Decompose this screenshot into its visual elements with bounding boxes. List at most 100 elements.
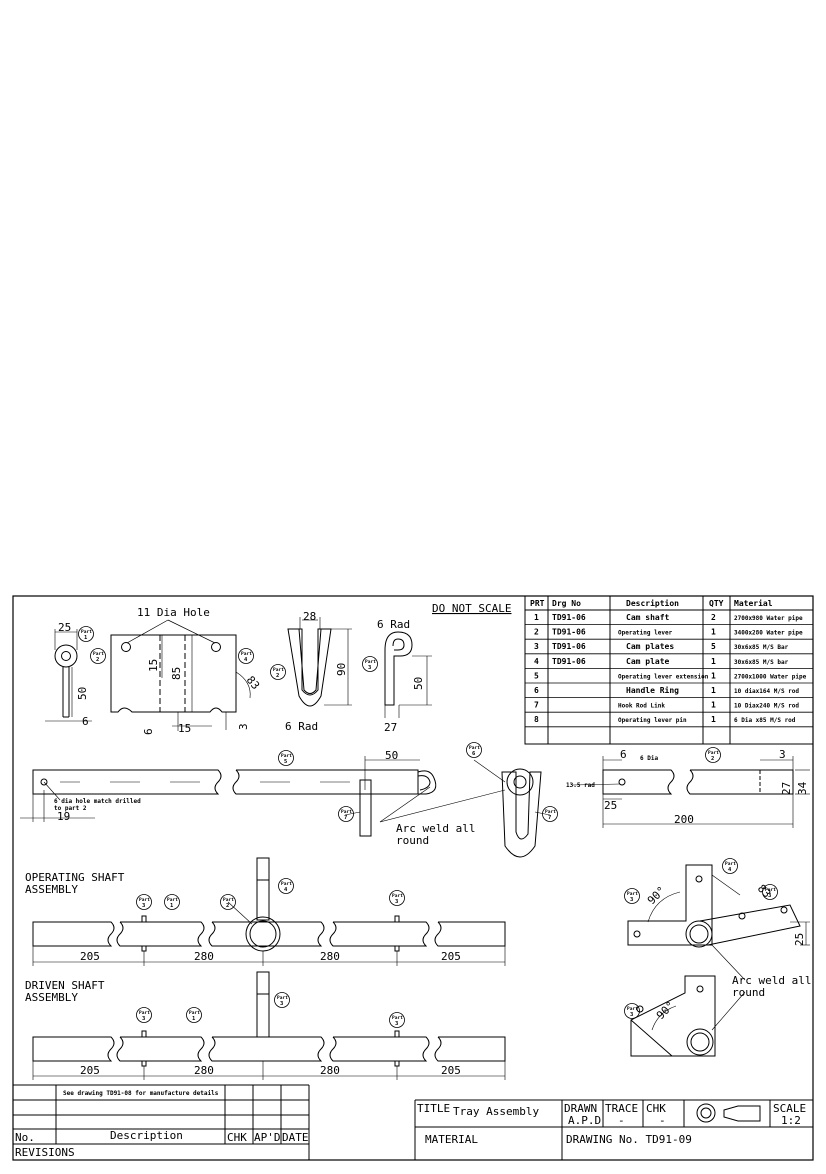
scale-value: 1:2: [781, 1114, 801, 1127]
op-dim-280b: 280: [320, 950, 340, 963]
chk-value: -: [659, 1114, 666, 1127]
dim-90: 90: [335, 663, 348, 676]
view-cam-detail-upper: [627, 864, 810, 981]
parts-list-cell: 2: [711, 613, 716, 622]
parts-list-cell: 30x6x85 M/S bar: [734, 659, 789, 666]
dim-34: 34: [796, 781, 809, 795]
svg-text:Part: Part: [223, 897, 234, 903]
parts-list-cell: 1: [711, 671, 716, 680]
parts-list-cell: Hook Rod Link: [618, 703, 665, 710]
dim-85: 85: [170, 667, 183, 680]
parts-list-cell: 1: [534, 613, 539, 622]
dim-25-cam: 25: [793, 933, 806, 946]
op-dim-205b: 205: [441, 950, 461, 963]
parts-list-cell: 3400x280 Water pipe: [734, 630, 803, 637]
svg-text:Part: Part: [765, 887, 776, 893]
dim-15-horiz: 15: [178, 722, 191, 735]
svg-text:3: 3: [142, 903, 145, 909]
svg-text:Part: Part: [281, 753, 292, 759]
svg-text:3: 3: [395, 1021, 398, 1027]
note-arc-weld-1b: round: [396, 834, 429, 847]
parts-list-cell: 1: [711, 686, 716, 695]
dim-19: 19: [57, 810, 70, 823]
svg-text:3: 3: [395, 899, 398, 905]
material-label: MATERIAL: [425, 1133, 478, 1146]
revision-description-header: Description: [110, 1129, 183, 1142]
dr-dim-280a: 280: [194, 1064, 214, 1077]
drawing-number: DRAWING No. TD91-09: [566, 1133, 692, 1146]
view-operating-shaft: [32, 857, 506, 966]
note-hole-drilled-1: 6 dia hole match drilled: [54, 798, 141, 805]
parts-list-cell: TD91-06: [552, 642, 586, 651]
svg-text:1: 1: [170, 903, 174, 909]
parts-list-cell: Operating lever: [618, 630, 673, 637]
op-dim-205a: 205: [80, 950, 100, 963]
parts-list-header: PRT: [530, 599, 545, 608]
dr-dim-280b: 280: [320, 1064, 340, 1077]
revision-no-header: No.: [15, 1131, 35, 1144]
revisions-block: [13, 1084, 310, 1160]
dim-27-lever: 27: [780, 782, 793, 795]
parts-list-cell: 10 Diax240 M/S rod: [734, 703, 799, 710]
parts-list-cell: 10 diax164 M/S rod: [734, 688, 799, 695]
drawn-label: DRAWN: [564, 1102, 597, 1115]
svg-text:5: 5: [284, 759, 287, 765]
svg-text:Part: Part: [277, 995, 288, 1001]
svg-text:3: 3: [280, 1001, 283, 1007]
svg-text:4: 4: [284, 887, 288, 893]
view-part4-plate: [110, 619, 251, 731]
svg-text:2: 2: [226, 903, 229, 909]
parts-list-cell: 3: [534, 642, 539, 651]
dim-50-hook: 50: [412, 677, 425, 690]
revision-date-header: DATE: [282, 1131, 309, 1144]
svg-text:Part: Part: [392, 1015, 403, 1021]
svg-text:Part: Part: [545, 809, 556, 815]
parts-list-cell: 30x6x85 M/S Bar: [734, 644, 789, 651]
svg-text:Part: Part: [241, 651, 252, 657]
revision-note: See drawing TD91-08 for manufacture deta…: [63, 1090, 219, 1097]
svg-text:Part: Part: [189, 1010, 200, 1016]
label-11-dia-hole: 11 Dia Hole: [137, 606, 210, 619]
view-driven-shaft: [32, 971, 506, 1080]
revisions-title: REVISIONS: [15, 1146, 75, 1159]
svg-text:4: 4: [244, 657, 248, 663]
svg-text:Part: Part: [81, 629, 92, 635]
label-13-5-rad: 13.5 rad: [566, 782, 595, 789]
svg-text:Part: Part: [139, 897, 150, 903]
svg-text:Part: Part: [708, 750, 719, 756]
parts-list-cell: TD91-06: [552, 657, 586, 666]
parts-list-header: Description: [626, 598, 679, 608]
svg-text:3: 3: [630, 1012, 633, 1018]
parts-list-cell: 1: [711, 657, 716, 666]
svg-text:Part: Part: [273, 667, 284, 673]
label-6-dia: 6 Dia: [640, 755, 658, 762]
view-part2-lever: [571, 756, 810, 828]
angle-90-lower: 90°: [654, 999, 677, 1022]
note-arc-weld-2b: round: [732, 986, 765, 999]
label-driven-shaft-2: ASSEMBLY: [25, 991, 78, 1004]
dim-3-plate: 3: [237, 723, 250, 730]
trace-value: -: [618, 1114, 625, 1127]
parts-list-cell: 4: [534, 657, 539, 666]
dim-27-hook: 27: [384, 721, 397, 734]
dim-15-vert: 15: [147, 659, 160, 672]
dim-28: 28: [303, 610, 316, 623]
parts-list-header: Material: [734, 598, 773, 608]
svg-text:Part: Part: [392, 893, 403, 899]
parts-list-cell: TD91-06: [552, 628, 586, 637]
parts-list-header: QTY: [709, 599, 724, 608]
